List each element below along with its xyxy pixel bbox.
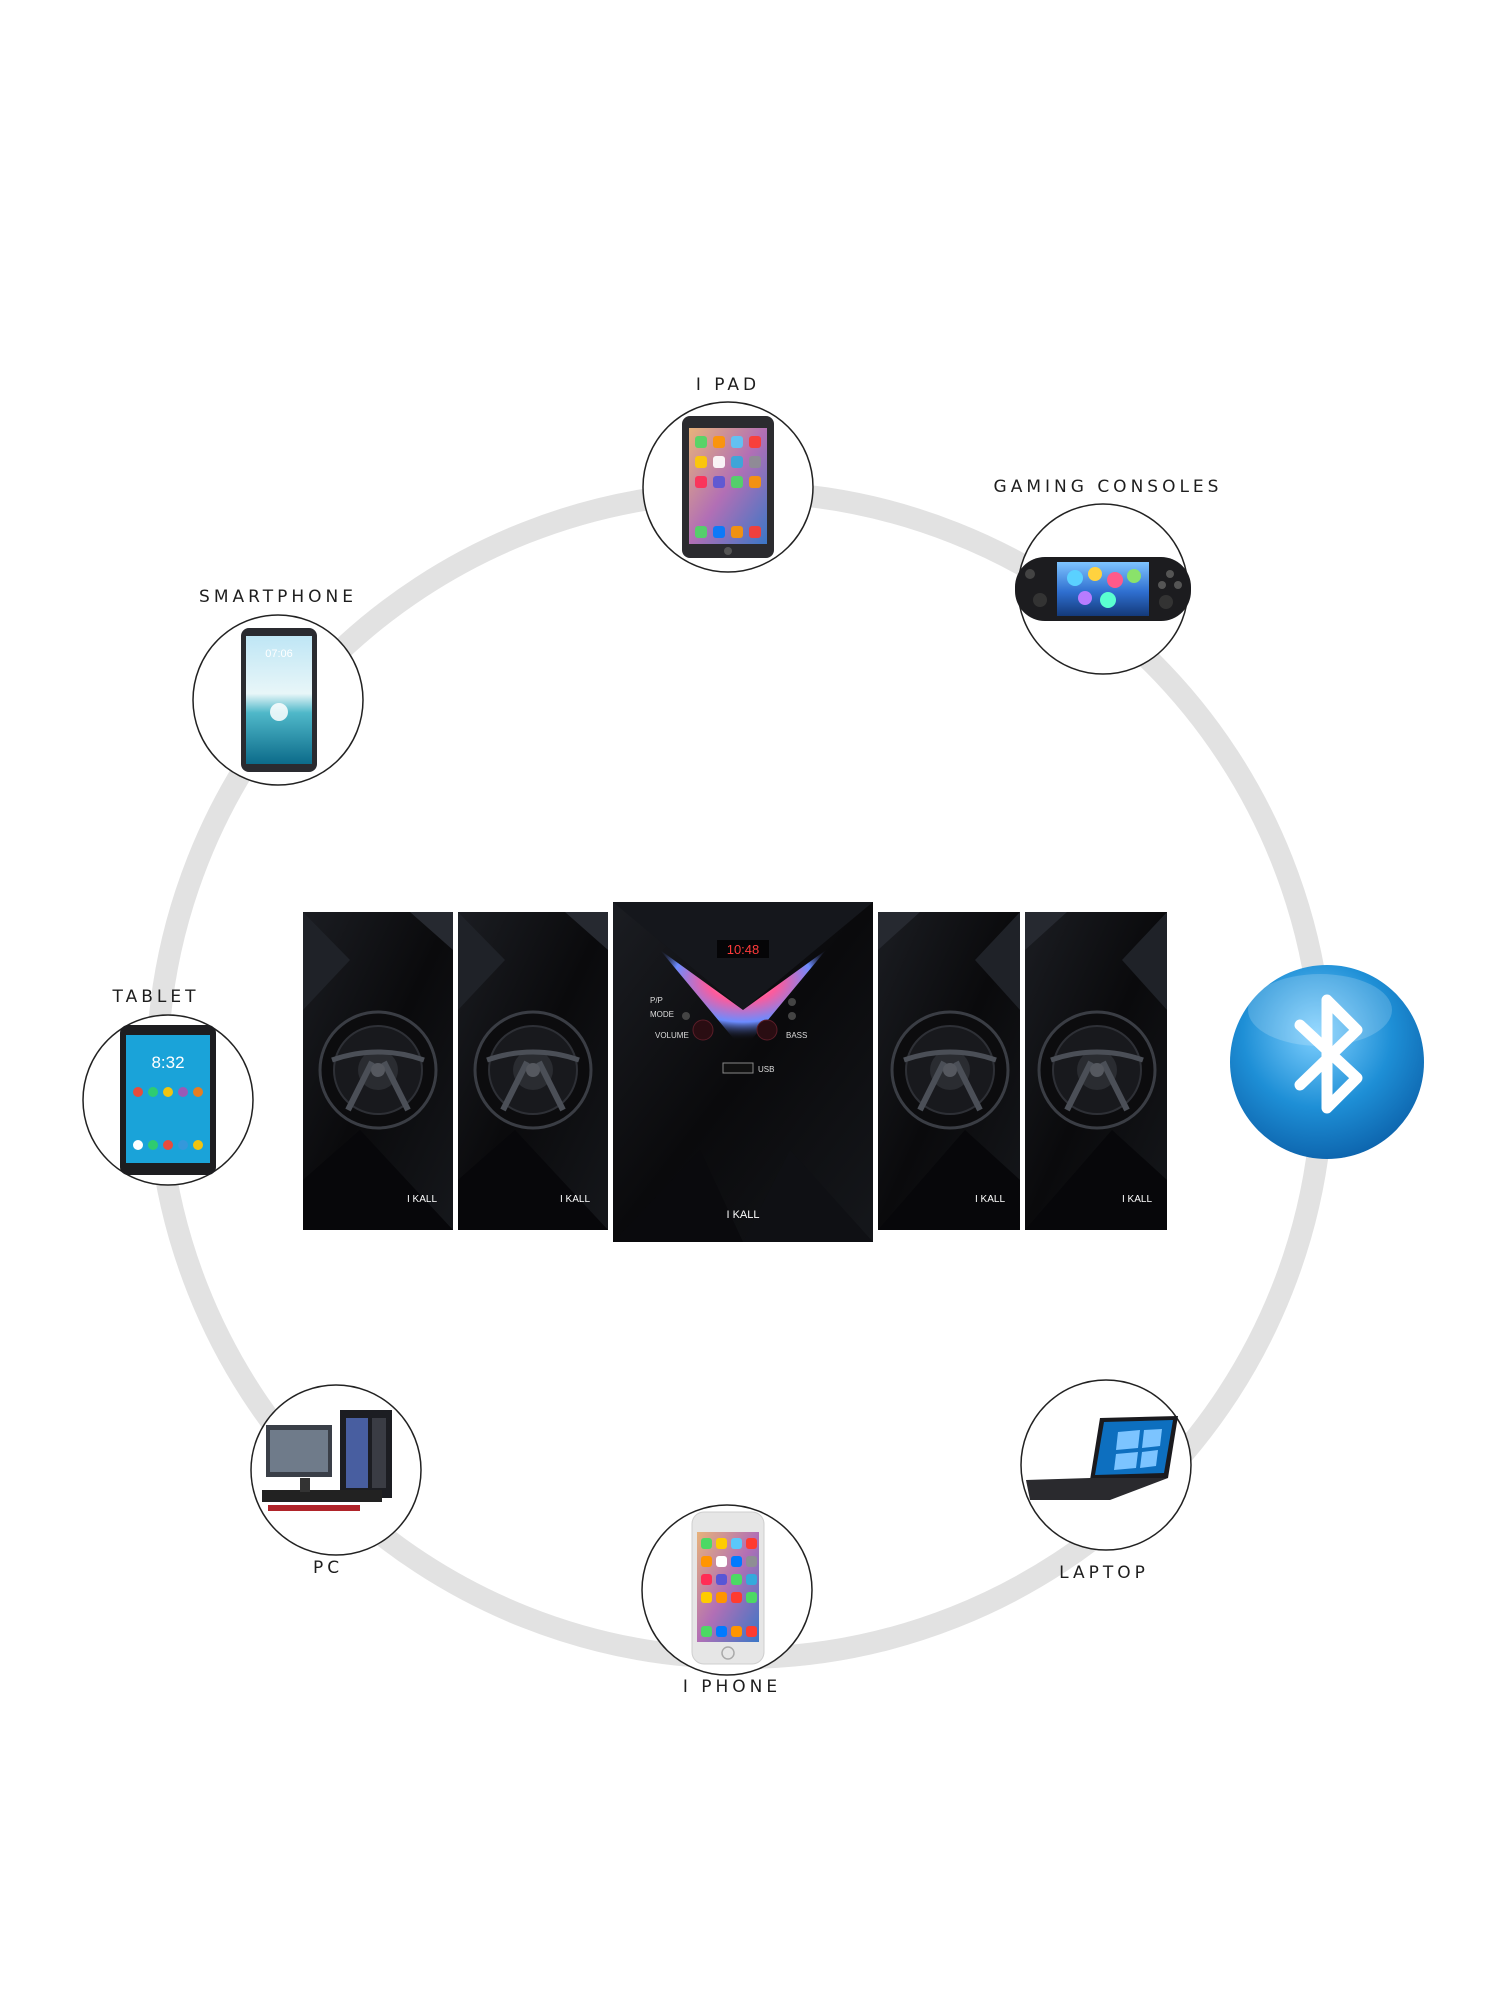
- satellite-speaker: I KALL: [878, 912, 1020, 1230]
- subwoofer-unit: 10:48 P/P MODE VOLUME BASS USB I KALL: [613, 902, 873, 1242]
- label-pc: PC: [312, 1558, 344, 1578]
- tablet-device: 8:32: [82, 1014, 254, 1186]
- satellite-speaker: I KALL: [1025, 912, 1167, 1230]
- brand-logo: I KALL: [560, 1194, 590, 1205]
- pc-device: [250, 1384, 422, 1556]
- ipad-device: [642, 401, 814, 573]
- speaker-system: I KALL I KALL 10:48 P/P MODE VOLUME BASS: [303, 902, 1167, 1242]
- label-laptop: LAPTOP: [1059, 1563, 1149, 1583]
- brand-logo: I KALL: [1122, 1194, 1152, 1205]
- smartphone-time: 07:06: [265, 648, 293, 660]
- iphone-device: [641, 1504, 813, 1676]
- control-label: P/P: [650, 996, 663, 1005]
- laptop-device: [1020, 1379, 1192, 1551]
- brand-logo: I KALL: [975, 1194, 1005, 1205]
- bluetooth-icon: [1230, 965, 1424, 1159]
- gaming-console-device: [1015, 503, 1191, 675]
- label-smartphone: SMARTPHONE: [199, 587, 357, 607]
- label-ipad: I PAD: [695, 375, 761, 395]
- satellite-speaker: I KALL: [303, 912, 453, 1230]
- control-label: BASS: [786, 1031, 807, 1040]
- control-label: VOLUME: [655, 1031, 689, 1040]
- satellite-speaker: I KALL: [458, 912, 608, 1230]
- label-tablet: TABLET: [112, 987, 200, 1007]
- display-readout: 10:48: [727, 942, 760, 957]
- brand-logo: I KALL: [407, 1194, 437, 1205]
- label-gaming-consoles: GAMING CONSOLES: [993, 477, 1223, 497]
- smartphone-device: 07:06: [192, 614, 364, 786]
- control-label: MODE: [650, 1010, 674, 1019]
- label-iphone: I PHONE: [682, 1677, 782, 1697]
- brand-logo: I KALL: [726, 1209, 759, 1221]
- control-label: USB: [758, 1065, 774, 1074]
- tablet-time: 8:32: [151, 1053, 184, 1072]
